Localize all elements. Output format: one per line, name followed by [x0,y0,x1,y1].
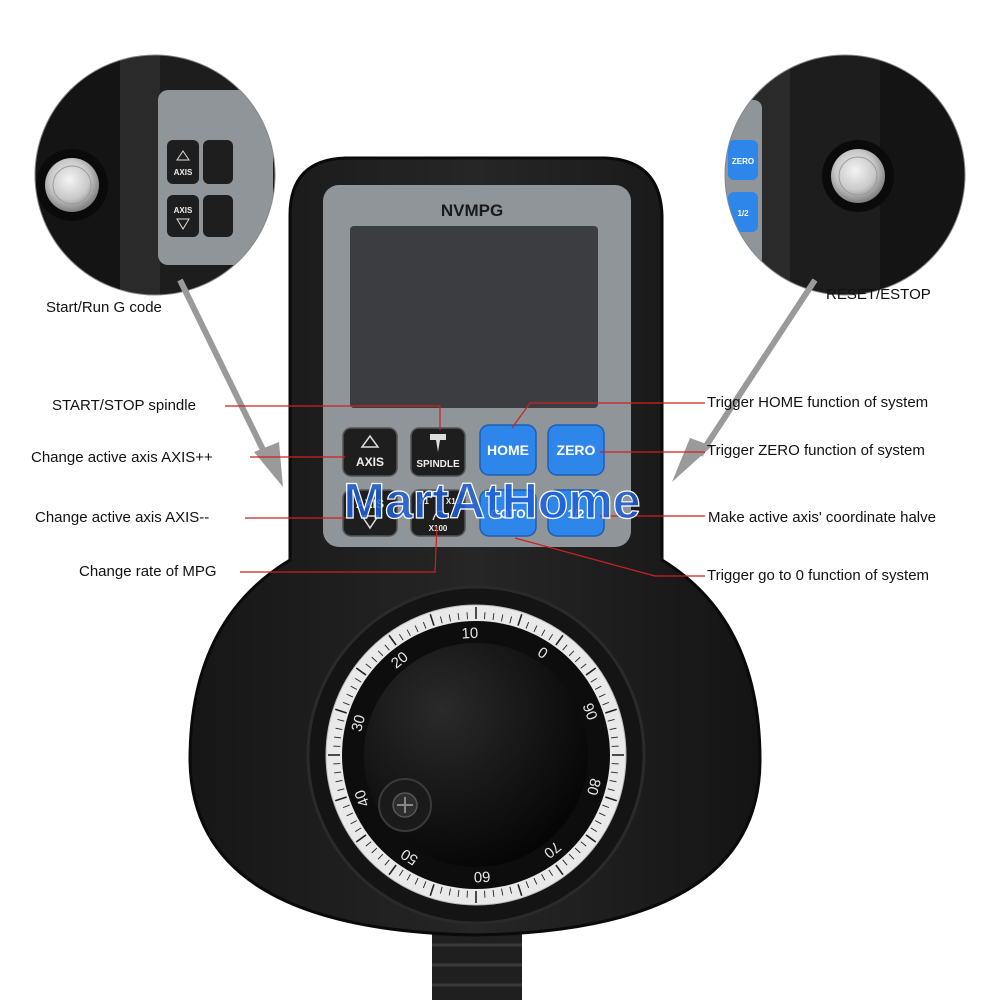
svg-text:HOME: HOME [487,442,529,458]
brand-label: NVMPG [441,201,503,220]
svg-text:1/2: 1/2 [737,209,749,218]
home-button[interactable]: HOME [480,425,536,475]
axis-up-button[interactable]: AXIS [343,428,397,476]
svg-text:AXIS: AXIS [174,168,193,177]
callout-zero: Trigger ZERO function of system [707,442,925,459]
callout-halve: Make active axis' coordinate halve [708,509,936,526]
start-run-label: Start/Run G code [46,299,162,316]
reset-estop-inset: ZERO 1/2 [722,55,965,295]
svg-text:AXIS: AXIS [174,206,193,215]
start-run-inset: AXIS AXIS [35,55,275,295]
reset-estop-label: RESET/ESTOP [826,286,931,303]
watermark: MartAtHome [343,473,640,529]
callout-axis-minus: Change active axis AXIS-- [35,509,209,526]
dial-number: 60 [473,867,491,885]
lcd-screen [350,226,598,408]
svg-text:AXIS: AXIS [356,455,384,469]
svg-text:ZERO: ZERO [732,157,754,166]
callout-home: Trigger HOME function of system [707,394,928,411]
callout-goto-zero: Trigger go to 0 function of system [707,567,929,584]
callout-mpg-rate: Change rate of MPG [79,563,217,580]
callout-start-stop-spindle: START/STOP spindle [52,397,196,414]
svg-text:SPINDLE: SPINDLE [416,459,460,470]
callout-axis-plus: Change active axis AXIS++ [31,449,213,466]
spindle-button[interactable]: SPINDLE [411,428,465,476]
svg-text:ZERO: ZERO [557,442,596,458]
dial-number: 10 [461,625,479,643]
zero-button[interactable]: ZERO [548,425,604,475]
